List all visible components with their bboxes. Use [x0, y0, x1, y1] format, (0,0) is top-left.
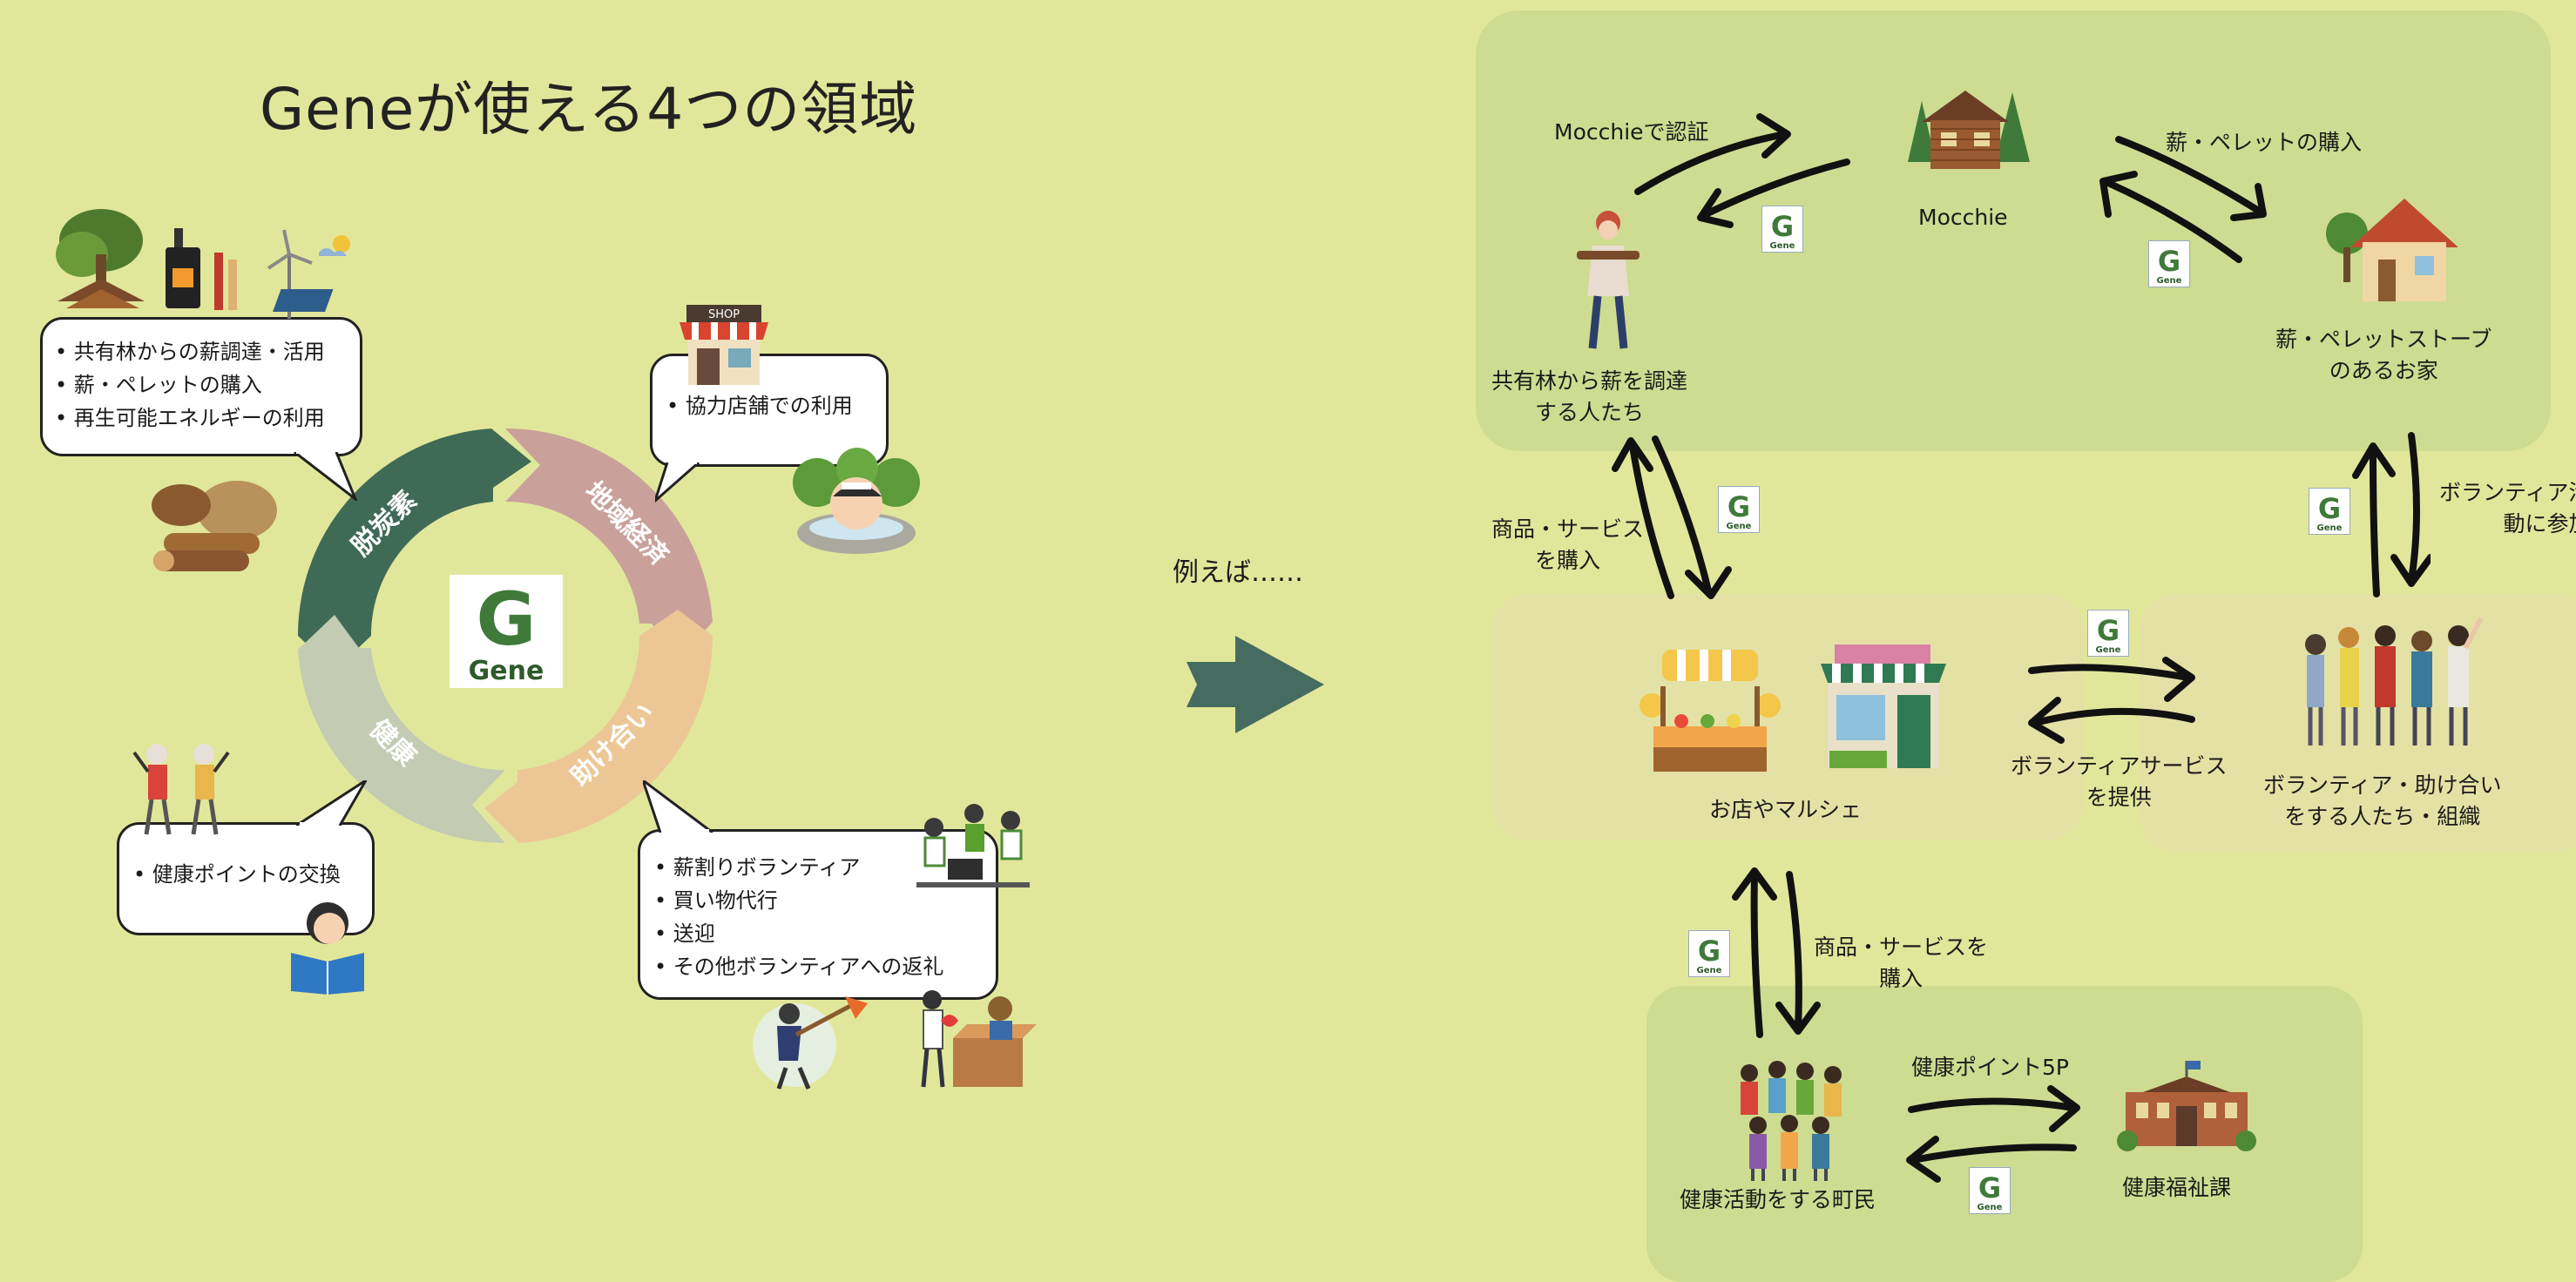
- gene-logo-tile-name: Gene: [2157, 276, 2182, 286]
- list-item: 薪割りボランティア: [654, 851, 996, 884]
- onsen-person-icon: [791, 448, 922, 556]
- arrow-icon: [1634, 113, 1791, 195]
- pellets-icon: [129, 470, 286, 578]
- arrow-icon: [2099, 171, 2242, 263]
- play-arrow-icon: [1187, 636, 1324, 733]
- house-icon: [2324, 185, 2460, 307]
- volunteers-icon: [908, 801, 1037, 892]
- ring-segment-economy[interactable]: [505, 428, 713, 662]
- donation-box-icon: [906, 986, 1040, 1094]
- list-item: 協力店舗での利用: [666, 389, 886, 422]
- svg-text:G: G: [2097, 614, 2120, 647]
- elderly-exercise-icon: [129, 737, 233, 838]
- flow-label-volunteer-join: ボランティア活 動に参加: [2439, 480, 2576, 536]
- bubble-tail-health: [296, 780, 368, 826]
- gene-logo-name: Gene: [469, 656, 544, 686]
- node-welfare: 健康福祉課: [2122, 1175, 2232, 1200]
- svg-text:G: G: [1771, 210, 1794, 243]
- crowd-icon: [1732, 1061, 1850, 1183]
- arrow-icon: [1697, 159, 1850, 228]
- arrow-icon: [2028, 657, 2195, 702]
- flow-label-auth: Mocchieで認証: [1554, 119, 1709, 145]
- reading-person-icon: [286, 899, 369, 995]
- flow-arrows: [1612, 113, 2431, 1183]
- list-item: その他ボランティアへの返礼: [654, 950, 996, 983]
- flow-label-buy-goods-2: 商品・サービスを 購入: [1814, 935, 1989, 991]
- flow-label-buy-fuel: 薪・ペレットの購入: [2166, 130, 2363, 155]
- node-stove-home: 薪・ペレットストーブ のあるお家: [2275, 327, 2492, 383]
- list-item: 再生可能エネルギーの利用: [55, 401, 360, 435]
- svg-text:G: G: [1698, 935, 1721, 968]
- market-stall-icon: [1636, 644, 1784, 775]
- forest-icon: [49, 206, 153, 314]
- arrow-icon: [2390, 432, 2431, 587]
- arrow-icon: [1906, 1136, 2077, 1183]
- arrow-icon: [1612, 437, 1674, 599]
- wind-solar-icon: [258, 228, 359, 324]
- gene-logo-tile-name: Gene: [2317, 523, 2343, 533]
- arrow-icon: [1908, 1085, 2080, 1132]
- flow-label-volunteer-service: ボランティアサービス を提供: [2011, 753, 2228, 810]
- node-forest-people: 共有林から薪を調達 する人たち: [1491, 368, 1688, 425]
- for-example-label: 例えば……: [1173, 557, 1303, 588]
- government-building-icon: [2117, 1057, 2256, 1153]
- hiker-icon: [1573, 207, 1643, 352]
- arrow-icon: [1775, 871, 1821, 1035]
- domains-ring: 脱炭素 地域経済 助け合い 健康: [297, 428, 713, 844]
- bubble-tail-decarbon: [294, 452, 358, 501]
- bubble-tail-mutual: [643, 780, 713, 833]
- gene-logo-tile-name: Gene: [2096, 645, 2121, 655]
- svg-text:G: G: [1727, 490, 1750, 523]
- gene-logo-tile-name: Gene: [1770, 241, 1795, 251]
- node-shops: お店やマルシェ: [1709, 797, 1863, 822]
- arrow-icon: [2028, 697, 2195, 744]
- node-mocchie: Mocchie: [1918, 205, 2008, 230]
- bubble-tail-economy: [655, 462, 700, 503]
- node-citizens: 健康活動をする町民: [1680, 1187, 1876, 1212]
- gene-logo-tile-name: Gene: [1697, 966, 1722, 975]
- gene-logo-tile-name: Gene: [1978, 1203, 2003, 1212]
- cabin-icon: [1896, 66, 2035, 179]
- svg-text:G: G: [2158, 245, 2180, 278]
- ring-segment-mutual[interactable]: [484, 610, 713, 843]
- gene-logo: G Gene: [450, 575, 563, 688]
- gene-logo-tile-name: Gene: [1727, 522, 1752, 531]
- arrow-icon: [1732, 867, 1777, 1038]
- shop-sign-text: SHOP: [708, 308, 740, 321]
- node-volunteers: ボランティア・助け合い をする人たち・組織: [2263, 773, 2502, 829]
- gene-logo-letter: G: [477, 577, 537, 662]
- shop-icon: SHOP: [678, 301, 770, 388]
- storefront-icon: [1814, 643, 1953, 772]
- flow-label-buy-goods-1: 商品・サービス を購入: [1491, 516, 1645, 573]
- flow-label-health-points: 健康ポイント5P: [1911, 1055, 2069, 1080]
- svg-text:G: G: [2318, 492, 2341, 525]
- wood-stove-icon: [162, 228, 249, 315]
- list-item: 共有林からの薪調達・活用: [55, 335, 360, 368]
- page-title: Geneが使える4つの領域: [260, 76, 918, 143]
- arrow-icon: [2115, 136, 2267, 221]
- list-item: 買い物代行: [654, 884, 996, 917]
- panel-shops: [1491, 594, 2084, 840]
- ring-segment-health[interactable]: [298, 615, 505, 844]
- arrow-icon: [1652, 435, 1732, 599]
- svg-text:G: G: [1978, 1171, 2001, 1204]
- ring-segment-decarbon[interactable]: [297, 428, 531, 671]
- list-item: 送迎: [654, 917, 996, 950]
- snow-shovel-icon: [751, 984, 869, 1092]
- crowd-icon: [2295, 613, 2486, 749]
- list-item: 薪・ペレットの購入: [55, 368, 360, 401]
- bubble-decarbon: 共有林からの薪調達・活用 薪・ペレットの購入 再生可能エネルギーの利用: [40, 317, 362, 456]
- arrow-icon: [2352, 442, 2396, 597]
- list-item: 健康ポイントの交換: [133, 858, 372, 891]
